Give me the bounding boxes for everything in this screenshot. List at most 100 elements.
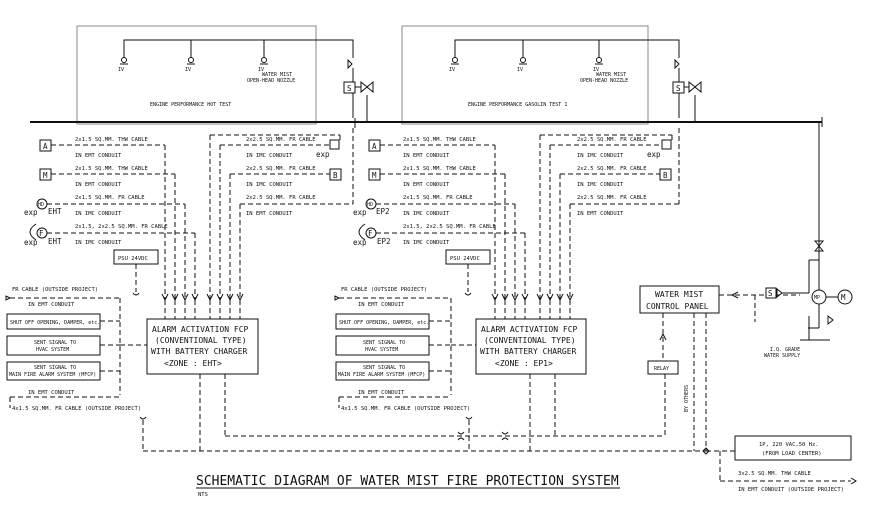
room-box-gasolin-test: [401, 25, 649, 125]
svg-text:IV: IV: [593, 67, 599, 73]
svg-text:EP2: EP2: [377, 237, 391, 246]
fcp-right-wires: [494, 300, 571, 451]
cable-label: IN EMT CONDUIT: [246, 211, 293, 217]
svg-text:HVAC SYSTEM: HVAC SYSTEM: [365, 347, 398, 353]
svg-text:EHT: EHT: [48, 237, 62, 246]
svg-text:B: B: [663, 171, 668, 180]
heat-detector-left: HD EHT exp: [24, 198, 185, 217]
svg-text:FR CABLE (OUTSIDE PROJECT): FR CABLE (OUTSIDE PROJECT): [341, 287, 427, 293]
svg-text:MAIN FIRE ALARM SYSTEM (MFCP): MAIN FIRE ALARM SYSTEM (MFCP): [338, 372, 425, 378]
cable-label: 2x2.5 SQ.MM. FR CABLE: [577, 137, 647, 143]
cable-label: 2x1.5 SQ.MM. THW CABLE: [75, 137, 148, 143]
room-label-hot-test: ENGINE PERFORMANCE HOT TEST: [150, 102, 231, 108]
fcp-panel-left: ALARM ACTIVATION FCP (CONVENTIONAL TYPE)…: [146, 318, 259, 375]
flame-detector-upper-right: exp: [550, 139, 672, 159]
nozzle-icon: IV: [593, 57, 603, 73]
svg-text:<ZONE : EP1>: <ZONE : EP1>: [495, 359, 553, 368]
cable-label: 2x1.5 SQ.MM. FR CABLE: [75, 195, 145, 201]
power-source-box: 1P, 220 VAC,50 Hz. (FROM LOAD CENTER): [702, 435, 852, 482]
svg-text:4x1.5 SQ.MM. FR CABLE (OUTSIDE: 4x1.5 SQ.MM. FR CABLE (OUTSIDE PROJECT): [341, 406, 470, 412]
svg-text:WITH BATTERY CHARGER: WITH BATTERY CHARGER: [480, 347, 577, 356]
svg-text:F: F: [368, 229, 373, 238]
cable-label: IN IMC CONDUIT: [577, 153, 624, 159]
fcp-feeders-right: [491, 135, 574, 302]
svg-text:SENT SIGNAL TO: SENT SIGNAL TO: [363, 365, 405, 371]
svg-text:(CONVENTIONAL TYPE): (CONVENTIONAL TYPE): [155, 336, 247, 345]
svg-text:M: M: [841, 293, 846, 302]
output-boxes-right: FR CABLE (OUTSIDE PROJECT) IN EMT CONDUI…: [334, 287, 476, 451]
cable-label: IN EMT CONDUIT: [75, 153, 122, 159]
diagram-title: SCHEMATIC DIAGRAM OF WATER MIST FIRE PRO…: [196, 474, 619, 489]
nozzle-label-line1: WATER MIST: [596, 72, 626, 78]
cable-label: 2x1.5, 2x2.5 SQ.MM. FR CABLE: [403, 224, 496, 230]
svg-text:PSU 24VDC: PSU 24VDC: [450, 256, 480, 262]
cable-label: 2x1.5 SQ.MM. THW CABLE: [403, 137, 476, 143]
svg-text:F: F: [39, 229, 44, 238]
svg-text:IV: IV: [517, 67, 523, 73]
svg-text:FR CABLE (OUTSIDE PROJECT): FR CABLE (OUTSIDE PROJECT): [12, 287, 98, 293]
svg-text:EP2: EP2: [376, 207, 390, 216]
svg-text:exp: exp: [647, 150, 661, 159]
flame-detector-right: F EP2 exp: [353, 223, 525, 247]
svg-text:HD: HD: [367, 202, 373, 208]
svg-text:SHUT OFF OPENING, DAMPER, etc.: SHUT OFF OPENING, DAMPER, etc.: [10, 320, 100, 326]
psu-right: PSU 24VDC: [445, 249, 491, 296]
nozzle-icon: IV: [258, 57, 268, 73]
svg-text:1P, 220 VAC,50 Hz.: 1P, 220 VAC,50 Hz.: [759, 442, 819, 448]
svg-text:exp: exp: [24, 208, 38, 217]
arrow-icon: [730, 291, 739, 299]
svg-text:IN EMT CONDUIT: IN EMT CONDUIT: [358, 390, 405, 396]
device-b-right: B: [560, 168, 672, 181]
cable-label: 3x2.5 SQ.MM. THW CABLE: [738, 471, 811, 477]
svg-text:A: A: [43, 142, 48, 151]
fcp-left-wires: [164, 300, 665, 451]
nozzle-icon: IV: [449, 57, 459, 73]
device-m-left: M: [39, 168, 175, 181]
cable-label: 2x2.5 SQ.MM. FR CABLE: [577, 166, 647, 172]
cable-label: 2x1.5 SQ.MM. FR CABLE: [403, 195, 473, 201]
svg-text:IN EMT CONDUIT: IN EMT CONDUIT: [358, 302, 405, 308]
cable-label: 2x2.5 SQ.MM. FR CABLE: [246, 137, 316, 143]
svg-text:WITH BATTERY CHARGER: WITH BATTERY CHARGER: [151, 347, 248, 356]
cable-label: 2x2.5 SQ.MM. FR CABLE: [577, 195, 647, 201]
pump-assembly: S MP M: [765, 236, 853, 341]
arrow-icon: [850, 477, 857, 485]
svg-text:MAIN FIRE ALARM SYSTEM (MFCP): MAIN FIRE ALARM SYSTEM (MFCP): [9, 372, 96, 378]
output-boxes-left: FR CABLE (OUTSIDE PROJECT) IN EMT CONDUI…: [5, 287, 147, 451]
svg-text:A: A: [372, 142, 377, 151]
crossover-marks: [457, 431, 509, 441]
cable-label: 2x1.5 SQ.MM. THW CABLE: [75, 166, 148, 172]
room-label-gasolin-test: ENGINE PERFORMANCE GASOLIN TEST 1: [468, 102, 567, 108]
svg-text:exp: exp: [316, 150, 330, 159]
nozzle-label-line2: OPEN-HEAD NOZZLE: [247, 78, 295, 84]
water-supply-label: WATER SUPPLY: [764, 353, 800, 359]
cable-label: IN IMC CONDUIT: [403, 240, 450, 246]
cable-label: 2x2.5 SQ.MM. FR CABLE: [246, 195, 316, 201]
cable-label: IN IMC CONDUIT: [246, 153, 293, 159]
svg-text:exp: exp: [24, 238, 38, 247]
svg-text:exp: exp: [353, 208, 367, 217]
room-box-hot-test: [76, 25, 317, 125]
solenoid-valve-left: S: [343, 58, 374, 94]
fcp-feeders-left: [161, 135, 244, 302]
svg-text:<ZONE : EHT>: <ZONE : EHT>: [164, 359, 222, 368]
by-others-label: BY OTHERS: [684, 385, 690, 412]
svg-text:HVAC SYSTEM: HVAC SYSTEM: [36, 347, 69, 353]
cable-label: 2x2.5 SQ.MM. FR CABLE: [246, 166, 316, 172]
svg-text:PSU 24VDC: PSU 24VDC: [118, 256, 148, 262]
svg-text:SENT SIGNAL TO: SENT SIGNAL TO: [363, 340, 405, 346]
cable-label: IN IMC CONDUIT: [403, 211, 450, 217]
svg-text:S: S: [347, 84, 352, 93]
device-a-left: A: [39, 139, 165, 152]
svg-text:RELAY: RELAY: [654, 366, 669, 372]
cable-label: IN IMC CONDUIT: [577, 182, 624, 188]
svg-text:EHT: EHT: [48, 207, 62, 216]
cable-label: IN EMT CONDUIT: [75, 182, 122, 188]
svg-text:IV: IV: [258, 67, 264, 73]
cable-label: IN EMT CONDUIT: [403, 153, 450, 159]
svg-text:ALARM ACTIVATION FCP: ALARM ACTIVATION FCP: [481, 325, 578, 334]
device-m-right: M: [368, 168, 505, 181]
fcp-panel-right: ALARM ACTIVATION FCP (CONVENTIONAL TYPE)…: [475, 318, 587, 375]
svg-text:S: S: [676, 84, 681, 93]
